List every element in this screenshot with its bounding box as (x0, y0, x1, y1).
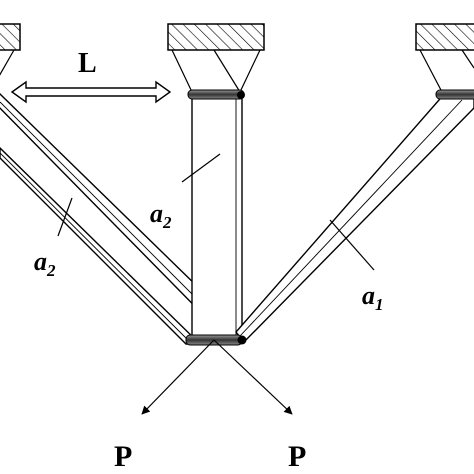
middle-bar-leader (181, 153, 221, 183)
right-diagonal-bar (235, 91, 474, 344)
middle-bar-subscript: 2 (162, 213, 172, 232)
right-bar-leader (329, 219, 375, 271)
right-bar-subscript: 1 (375, 295, 384, 314)
left-bar-leader (57, 197, 73, 237)
load-label-left: P (114, 440, 132, 473)
middle-support (167, 23, 265, 93)
right-support (415, 23, 474, 93)
middle-bar-label: a2 (150, 199, 172, 232)
distance-arrow (10, 80, 172, 104)
left-lower-bar (0, 147, 202, 345)
load-arrow-left (141, 339, 215, 415)
pin-bottom (185, 334, 247, 346)
middle-vertical-bar (191, 95, 243, 343)
pin-top-right (435, 89, 474, 100)
load-label-right: P (288, 440, 306, 473)
pin-top-middle (187, 89, 245, 100)
distance-label: L (78, 48, 97, 79)
left-bar-subscript: 2 (46, 261, 56, 280)
left-bar-label: a2 (34, 247, 56, 280)
right-bar-label: a1 (362, 281, 384, 314)
load-arrow-right (213, 339, 293, 415)
left-support (0, 23, 21, 76)
